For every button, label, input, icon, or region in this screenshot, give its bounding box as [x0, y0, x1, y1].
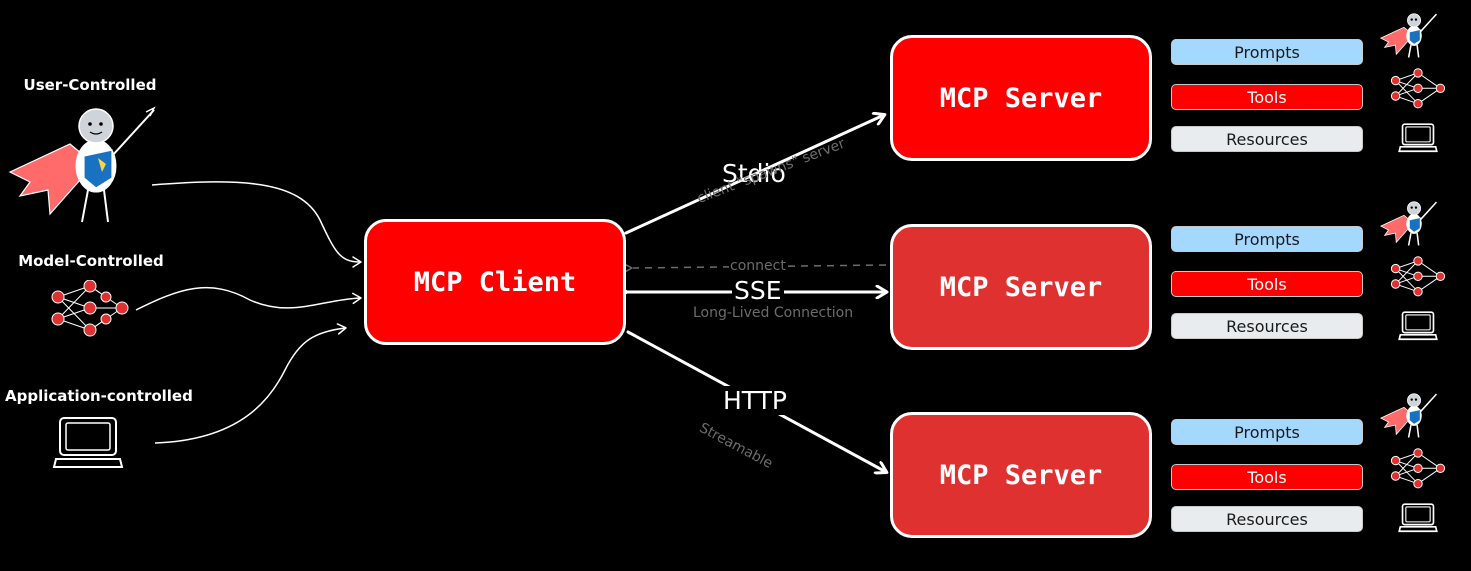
model-control-curve [135, 286, 362, 311]
laptop-icon [52, 417, 124, 468]
tools-pill: Tools [1171, 464, 1363, 490]
application-control-curve [154, 323, 347, 444]
mcp-server-box-1: MCP Server [890, 35, 1152, 161]
mcp-server-box-2: MCP Server [890, 224, 1152, 350]
tools-pill: Tools [1171, 84, 1363, 110]
stdio-label: Stdio [722, 159, 786, 188]
laptop-icon [1397, 122, 1439, 158]
sse-note: Long-Lived Connection [693, 305, 854, 321]
superhero-icon [1379, 8, 1438, 68]
mcp-client-label: MCP Client [413, 266, 577, 298]
resources-pill: Resources [1171, 313, 1363, 339]
prompts-pill: Prompts [1171, 39, 1363, 65]
tools-pill: Tools [1171, 271, 1363, 297]
user-control-curve [151, 181, 362, 268]
sse-label: SSE [732, 276, 784, 305]
resources-pill: Resources [1171, 126, 1363, 152]
application-controlled-label: Application-controlled [5, 387, 193, 405]
prompts-pill: Prompts [1171, 226, 1363, 252]
stdio-arrow [624, 115, 884, 235]
neural-network-icon [1390, 68, 1446, 114]
user-controlled-label: User-Controlled [23, 76, 157, 94]
prompts-pill: Prompts [1171, 419, 1363, 445]
http-label: HTTP [721, 386, 789, 415]
resources-pill: Resources [1171, 506, 1363, 532]
connect-note: connect [729, 258, 787, 274]
mcp-server-box-3: MCP Server [890, 412, 1152, 538]
mcp-client-box: MCP Client [364, 219, 626, 345]
neural-network-icon [1390, 448, 1446, 494]
neural-network-icon [1390, 256, 1446, 302]
mcp-server-label: MCP Server [939, 459, 1103, 491]
connect-dashed-arrow [618, 260, 887, 276]
superhero-icon [1379, 388, 1438, 448]
mcp-server-label: MCP Server [939, 82, 1103, 114]
laptop-icon [1397, 310, 1439, 346]
superhero-icon [8, 106, 156, 223]
neural-network-icon [51, 280, 129, 337]
model-controlled-label: Model-Controlled [18, 252, 164, 270]
laptop-icon [1397, 502, 1439, 538]
mcp-server-label: MCP Server [939, 271, 1103, 303]
superhero-icon [1379, 196, 1438, 256]
